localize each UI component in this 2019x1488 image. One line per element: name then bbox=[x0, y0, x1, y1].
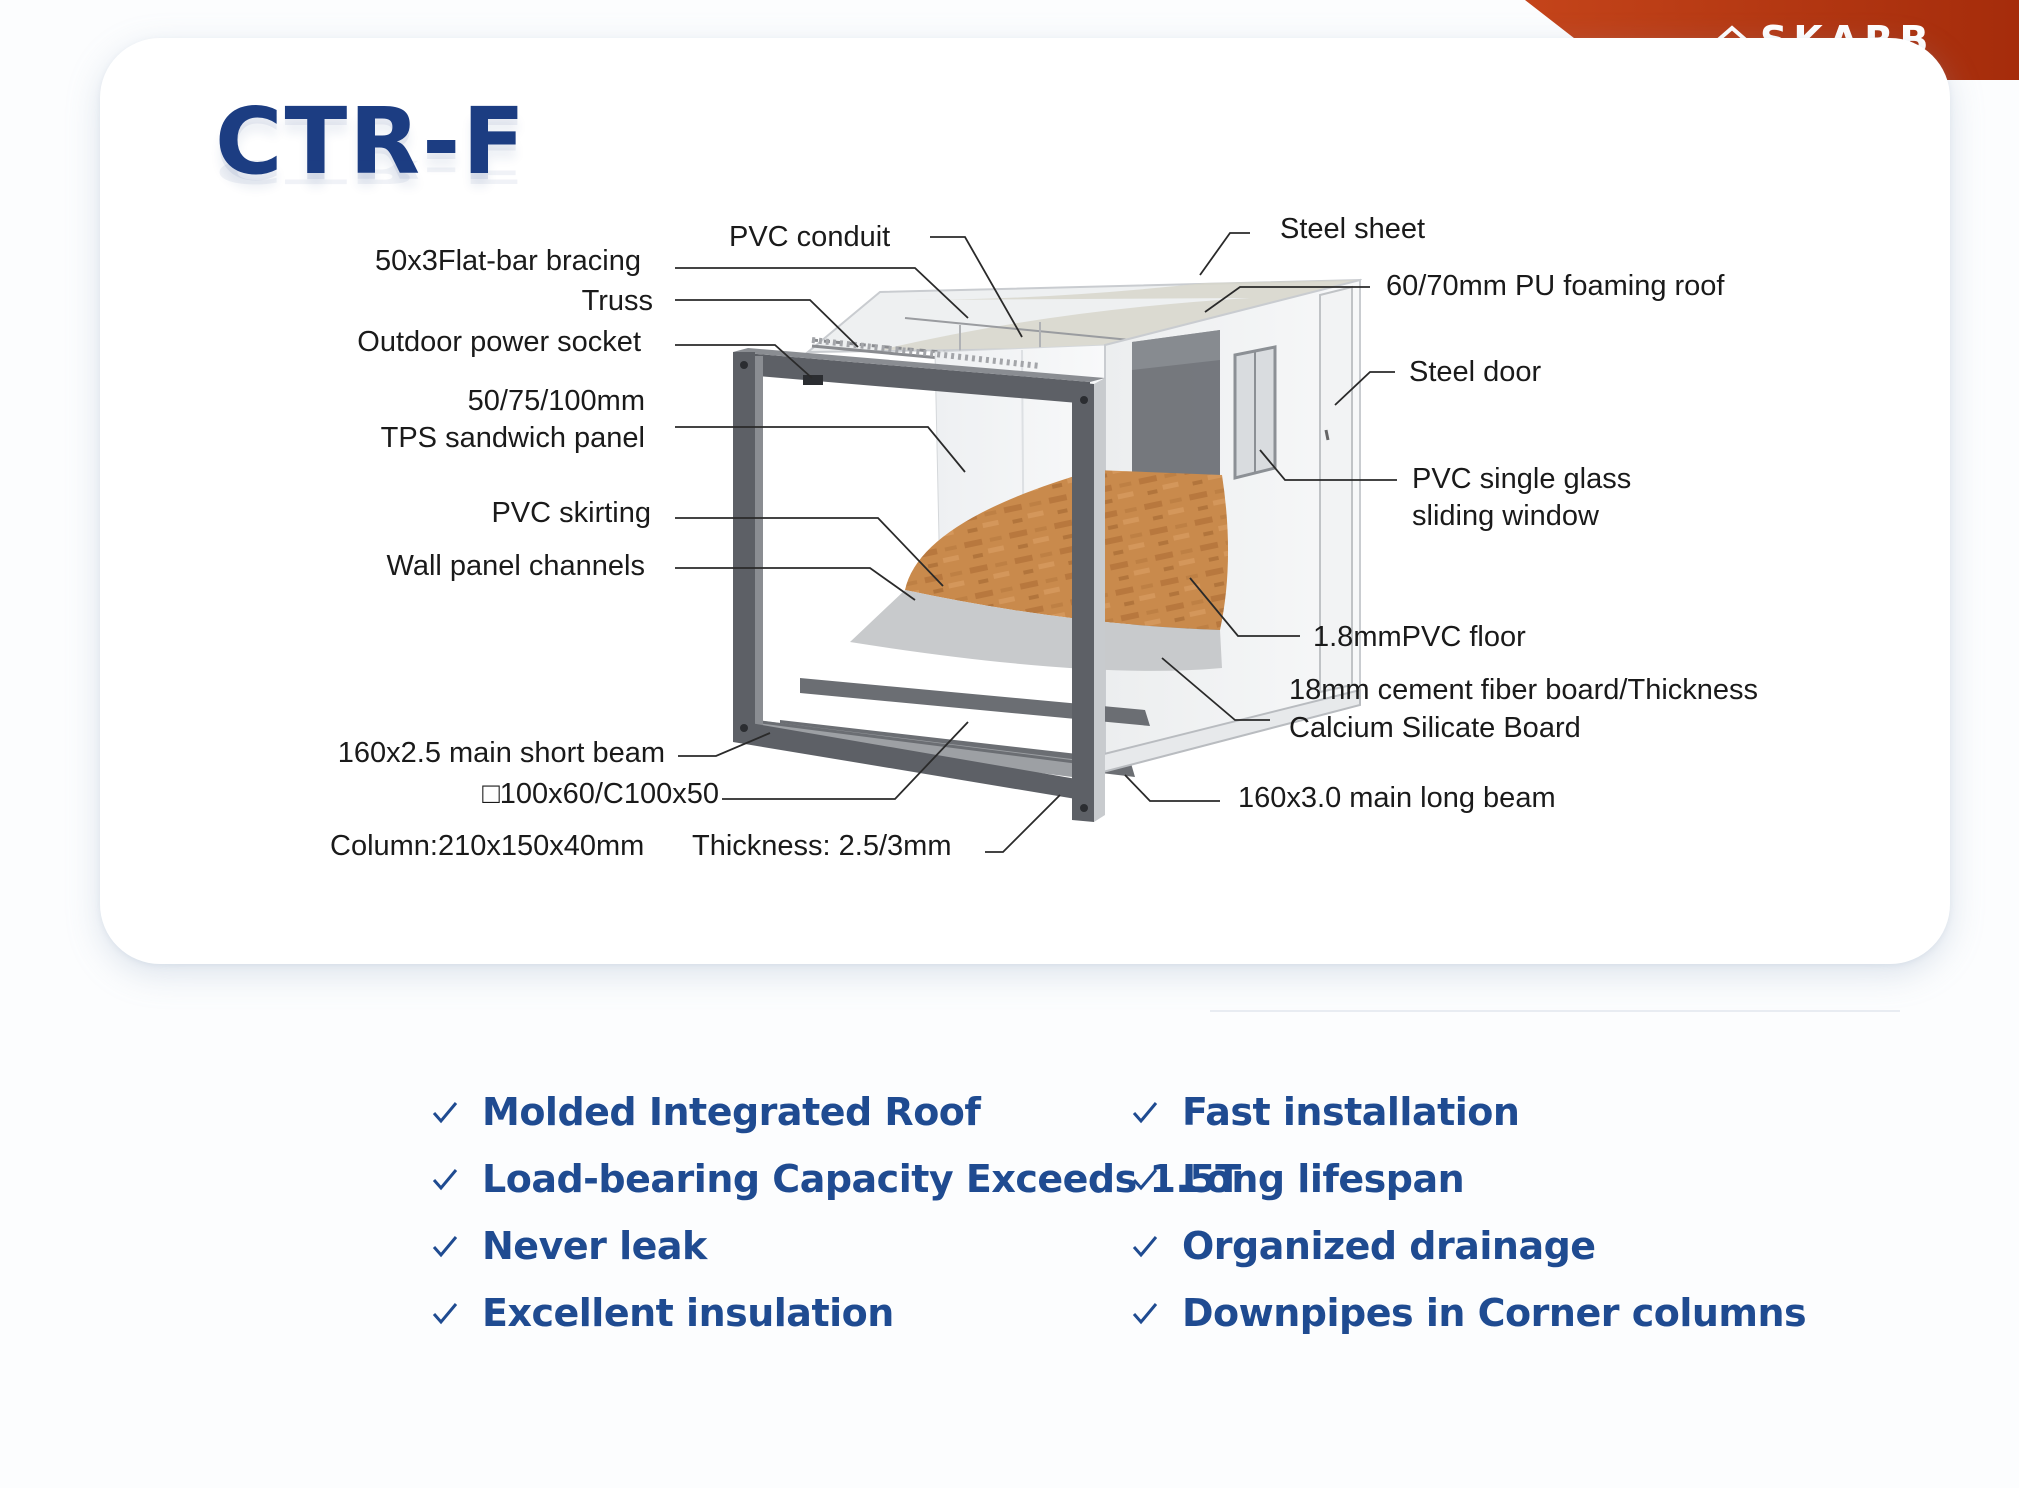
label-flat-bar-bracing: 50x3Flat-bar bracing bbox=[375, 245, 641, 277]
label-main-short-beam: 160x2.5 main short beam bbox=[337, 737, 665, 769]
label-pvc-skirting: PVC skirting bbox=[491, 497, 651, 529]
feature-label: Never leak bbox=[482, 1224, 707, 1268]
check-icon bbox=[432, 1169, 458, 1191]
feature-label: Organized drainage bbox=[1182, 1224, 1596, 1268]
leader-steel-door bbox=[1334, 371, 1395, 406]
label-truss: Truss bbox=[581, 285, 653, 317]
label-sliding-window-line2: sliding window bbox=[1412, 500, 1599, 532]
label-pvc-floor: 1.8mmPVC floor bbox=[1313, 621, 1526, 653]
corner-column-left bbox=[733, 352, 755, 738]
check-icon bbox=[1132, 1303, 1158, 1325]
label-tps-panel-line1: 50/75/100mm bbox=[467, 385, 645, 417]
corner-column-right bbox=[1072, 382, 1094, 822]
leader-short-beam bbox=[678, 732, 771, 757]
check-icon bbox=[432, 1303, 458, 1325]
label-tps-panel-line2: TPS sandwich panel bbox=[380, 422, 645, 454]
floor-beam-1 bbox=[800, 678, 1150, 726]
label-steel-sheet: Steel sheet bbox=[1280, 213, 1426, 245]
leader-pvc-floor bbox=[1189, 577, 1300, 637]
leader-truss bbox=[675, 299, 859, 348]
check-icon bbox=[1132, 1102, 1158, 1124]
steel-door bbox=[1319, 285, 1353, 694]
label-steel-door: Steel door bbox=[1409, 356, 1542, 388]
leader-tps-panel bbox=[675, 426, 966, 473]
label-pu-foaming-roof: 60/70mm PU foaming roof bbox=[1386, 270, 1725, 302]
divider bbox=[1210, 1010, 1900, 1012]
leader-cement-board bbox=[1161, 657, 1270, 721]
feature-label: Excellent insulation bbox=[482, 1291, 894, 1335]
leader-steel-sheet bbox=[1199, 232, 1250, 276]
leader-secondary-beam bbox=[722, 721, 969, 800]
feature-label: Molded Integrated Roof bbox=[482, 1090, 981, 1134]
label-thickness: Thickness: 2.5/3mm bbox=[692, 830, 952, 862]
feature-list: Molded Integrated Roof Load-bearing Capa… bbox=[430, 1090, 1807, 1370]
feature-label: Load-bearing Capacity Exceeds 1.5T bbox=[482, 1157, 1241, 1201]
leader-flat-bar-bracing bbox=[675, 267, 969, 319]
leader-power-socket bbox=[675, 344, 813, 379]
feature-item: Organized drainage bbox=[1130, 1224, 1596, 1268]
leader-wall-channels bbox=[675, 567, 916, 601]
feature-label: Downpipes in Corner columns bbox=[1182, 1291, 1807, 1335]
feature-item: Molded Integrated Roof bbox=[430, 1090, 981, 1134]
feature-item: Fast installation bbox=[1130, 1090, 1520, 1134]
check-icon bbox=[1132, 1236, 1158, 1258]
main-short-beam bbox=[740, 718, 1080, 778]
check-icon bbox=[1132, 1169, 1158, 1191]
label-cement-board-line1: 18mm cement fiber board/Thickness bbox=[1289, 674, 1759, 706]
label-wall-panel-channels: Wall panel channels bbox=[386, 550, 645, 582]
check-icon bbox=[432, 1236, 458, 1258]
feature-label: Fast installation bbox=[1182, 1090, 1520, 1134]
label-secondary-beam: □100x60/C100x50 bbox=[482, 778, 719, 810]
check-icon bbox=[432, 1102, 458, 1124]
leader-thickness bbox=[985, 794, 1061, 853]
feature-item: Excellent insulation bbox=[430, 1291, 894, 1335]
label-sliding-window-line1: PVC single glass bbox=[1412, 463, 1632, 495]
leader-long-beam bbox=[1124, 774, 1220, 802]
leader-sliding-window bbox=[1259, 449, 1397, 481]
feature-item: Downpipes in Corner columns bbox=[1130, 1291, 1807, 1335]
label-outdoor-power-socket: Outdoor power socket bbox=[357, 326, 641, 358]
feature-item: Load-bearing Capacity Exceeds 1.5T bbox=[430, 1157, 1241, 1201]
label-pvc-conduit: PVC conduit bbox=[729, 221, 891, 253]
power-socket bbox=[803, 375, 823, 385]
label-cement-board-line2: Calcium Silicate Board bbox=[1289, 712, 1581, 744]
leader-pvc-skirting bbox=[675, 517, 944, 587]
feature-item: Long lifespan bbox=[1130, 1157, 1465, 1201]
label-main-long-beam: 160x3.0 main long beam bbox=[1238, 782, 1556, 814]
leader-pu-roof bbox=[1204, 286, 1370, 313]
feature-item: Never leak bbox=[430, 1224, 707, 1268]
leader-pvc-conduit bbox=[930, 236, 1023, 338]
feature-label: Long lifespan bbox=[1182, 1157, 1465, 1201]
pvc-floor bbox=[905, 470, 1229, 630]
front-top-beam bbox=[733, 352, 1090, 404]
model-title: CTR-F bbox=[215, 88, 528, 195]
label-column: Column:210x150x40mm bbox=[330, 830, 645, 862]
cement-board bbox=[850, 590, 1222, 671]
